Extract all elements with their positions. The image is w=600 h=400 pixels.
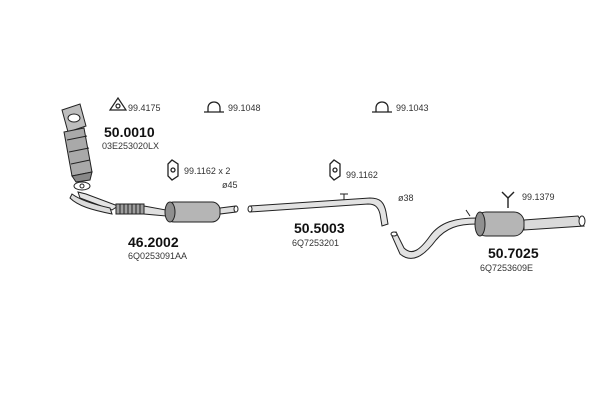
hanger-icon (167, 159, 179, 181)
hanger-part-number: 99.1162 (346, 170, 378, 180)
catalyst-oem-number: 03E253020LX (102, 141, 160, 151)
catalyst-part-number: 50.0010 (104, 124, 155, 140)
front-pipe-part-number: 46.2002 (128, 234, 179, 250)
clamp-icon (372, 101, 392, 113)
hanger-part-number: 99.1162 x 2 (184, 166, 231, 176)
clamp-icon (204, 101, 224, 113)
flange-gasket-icon (73, 181, 91, 191)
middle-pipe-part-number: 50.5003 (294, 220, 345, 236)
front-pipe-icon (69, 191, 239, 223)
rear-silencer-part-number: 50.7025 (488, 245, 539, 261)
front-pipe-oem-number: 6Q0253091AA (128, 251, 188, 261)
middle-pipe-icon (247, 193, 389, 227)
middle-pipe-oem-number: 6Q7253201 (292, 238, 340, 248)
rubber-mount-icon (501, 191, 515, 208)
rear-silencer-icon (390, 209, 586, 259)
pipe-diameter-label: ø45 (222, 180, 238, 190)
rear-silencer-oem-number: 6Q7253609E (480, 263, 534, 273)
gasket-part-number: 99.4175 (128, 103, 161, 113)
catalytic-converter-icon (61, 103, 93, 183)
gasket-icon (108, 96, 128, 111)
hanger-icon (329, 159, 341, 181)
rubber-mount-part-number: 99.1379 (522, 192, 555, 202)
pipe-diameter-label: ø38 (398, 193, 414, 203)
clamp-part-number: 99.1048 (228, 103, 261, 113)
clamp-part-number: 99.1043 (396, 103, 429, 113)
